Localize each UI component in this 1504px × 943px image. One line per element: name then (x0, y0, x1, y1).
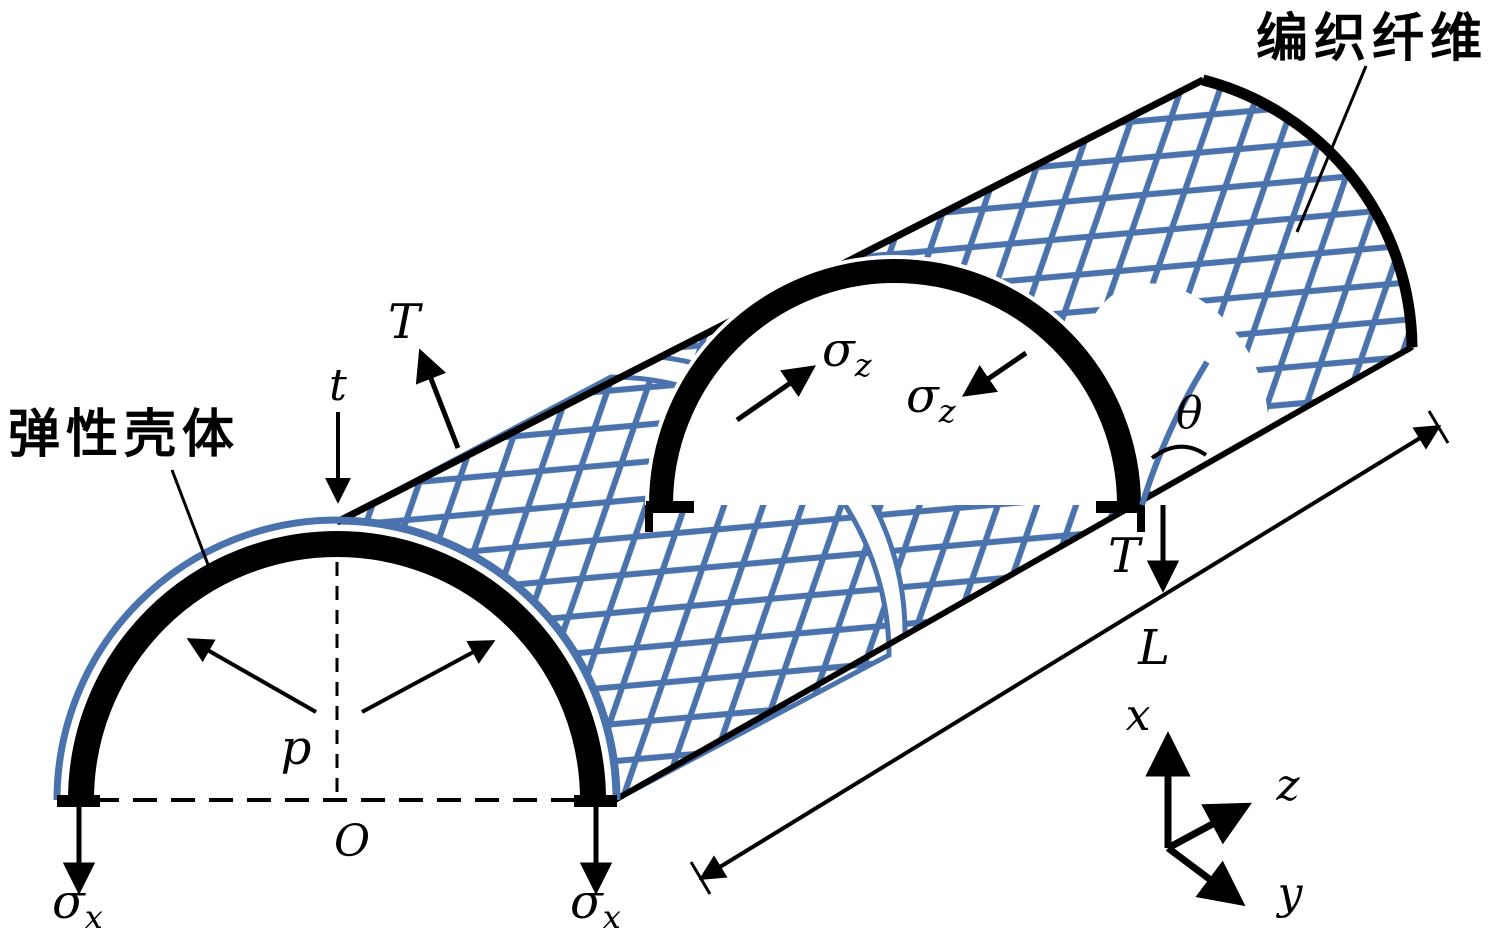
tension-arrow-top (415, 348, 461, 449)
sigma-z-label-2: σz (906, 368, 957, 430)
braided-fiber-leader (1295, 65, 1368, 233)
label-axis-y: y (1276, 868, 1304, 919)
sigma-x-right-label: σx (570, 874, 621, 936)
sigma-z-arrow-2 (961, 350, 1028, 397)
length-dimension-tick-left (689, 861, 712, 895)
left-cross-section-arc (68, 531, 606, 801)
left-outer-rim-blue-arc (53, 516, 621, 801)
construction-lines (57, 556, 618, 802)
far-end-rim-arc (1201, 74, 1418, 348)
pressure-arrow-left (186, 638, 317, 714)
sigma-z-arrow-1 (735, 365, 817, 423)
label-elastic-shell: 弹性壳体 (8, 405, 240, 465)
length-dimension (689, 410, 1450, 895)
right-cross-section-arc (649, 259, 1141, 506)
pressure-arrow-right (361, 640, 496, 714)
label-braid-angle: θ (1176, 388, 1203, 439)
length-dimension-line (698, 424, 1442, 881)
label-pressure: p (281, 720, 312, 776)
y-axis-arrow (1165, 845, 1246, 907)
sigma-z-label-1: σz (822, 322, 873, 384)
label-tension-top: T (388, 294, 423, 350)
label-tension-right: T (1108, 528, 1143, 584)
label-thickness: t (329, 360, 347, 411)
sigma-x-left-label: σx (52, 874, 103, 936)
left-cross-section (53, 516, 621, 807)
length-dimension-tick-right (1427, 410, 1450, 444)
label-braided-fiber: 编织纤维 (1256, 9, 1488, 69)
elastic-shell-leader (170, 469, 217, 584)
z-axis-arrow (1166, 802, 1253, 852)
coordinate-axes (1145, 731, 1253, 907)
label-origin: O (334, 816, 370, 867)
label-length: L (1137, 620, 1170, 676)
label-axis-z: z (1275, 760, 1300, 811)
label-axis-x: x (1126, 690, 1151, 741)
